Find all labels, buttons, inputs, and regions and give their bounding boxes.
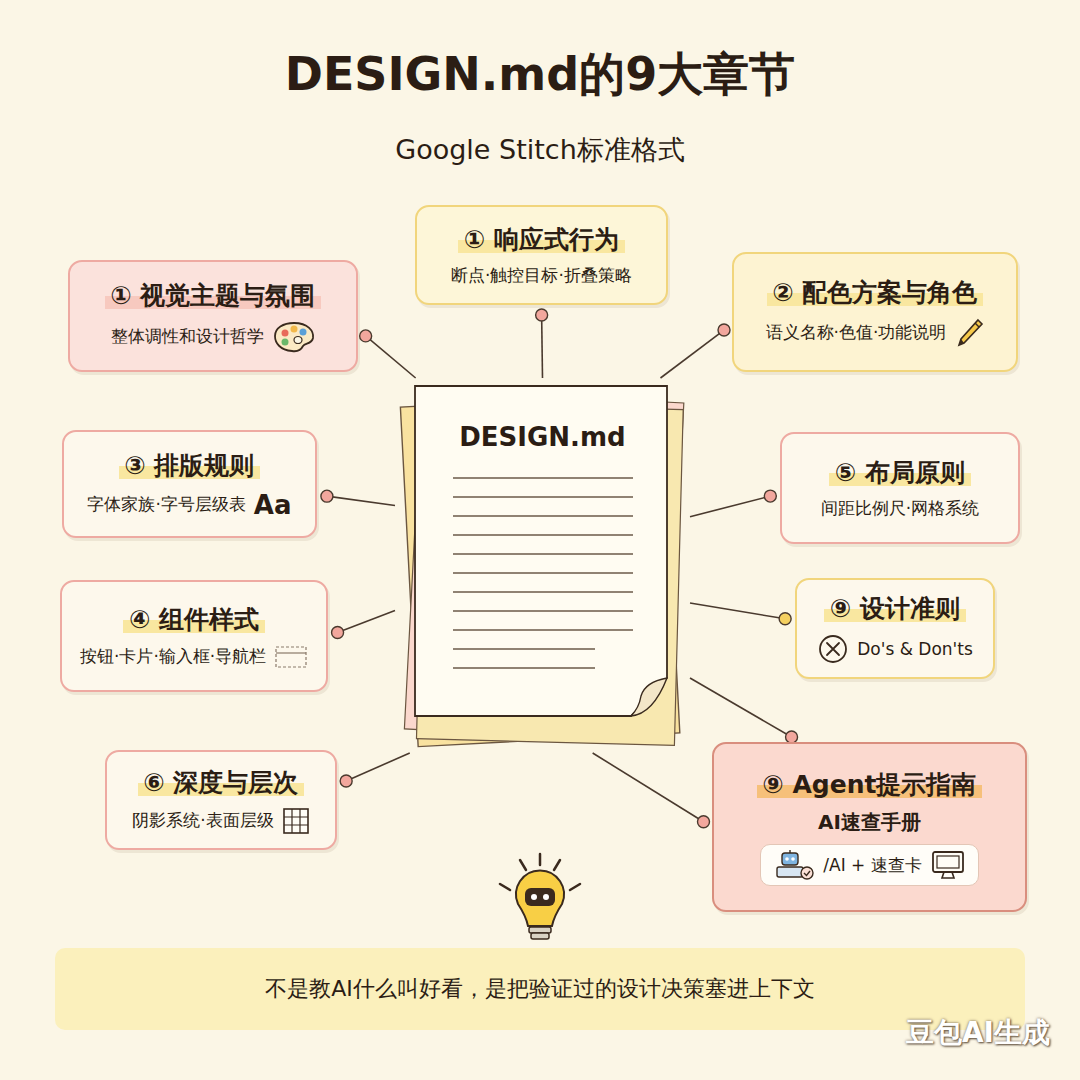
pencil-icon [954,317,984,349]
monitor-icon [930,849,966,881]
section-box: ② 配色方案与角色语义名称·色值·功能说明 [732,252,1018,372]
section-heading: DESIGN.md [459,422,625,452]
connector-dot [764,490,776,502]
diagram-subtitle: Google Stitch标准格式 [0,132,1080,168]
diagram-title: DESIGN.md的9大章节 [0,44,1080,106]
text-row: ② 配色方案与角色 [767,276,984,309]
leader-line [327,496,395,505]
leader-line [690,678,792,737]
section-heading: 不是教AI什么叫好看，是把验证过的设计决策塞进上下文 [265,974,815,1004]
text-row: ⑤ 布局原则 [829,456,971,489]
section-heading: ④ 组件样式 [123,603,265,636]
section-detail: 阴影系统·表面层级 [132,809,273,832]
grid-icon-holder [282,807,310,835]
section-detail: /AI + 速查卡 [823,854,921,877]
section-heading: ② 配色方案与角色 [767,276,984,309]
text-row: 按钮·卡片·输入框·导航栏 [80,644,308,670]
navbar-icon [274,644,308,670]
text-row: ⑥ 深度与层次 [138,766,305,799]
text-row: AI速查手册 [818,809,921,836]
text-row: ⑨ 设计准则 [824,592,966,625]
text-row: ④ 组件样式 [123,603,265,636]
watermark: 豆包AI生成 [906,1014,1050,1052]
leader-line [338,611,395,633]
section-detail: AI速查手册 [818,809,921,836]
connector-dot [332,626,344,638]
text-row: 整体调性和设计哲学 [111,320,316,354]
section-detail: Aa [254,490,292,520]
connector-dot [536,309,548,321]
section-box: ⑥ 深度与层次阴影系统·表面层级 [105,750,337,850]
text-row: ③ 排版规则 [119,449,261,482]
text-row: ⑨ Agent提示指南 [757,768,983,801]
section-box: ③ 排版规则字体家族·字号层级表 Aa [62,430,317,538]
section-box: ⑨ Agent提示指南 AI速查手册/AI + 速查卡 [712,742,1027,912]
section-detail: 间距比例尺·网格系统 [821,497,979,520]
robot-icon-holder [773,849,815,881]
section-box: ⑨ 设计准则 Do's & Don'ts [795,578,995,679]
section-box: ① 响应式行为断点·触控目标·折叠策略 [415,205,668,305]
connector-dot [340,775,352,787]
section-detail: 字体家族·字号层级表 [87,493,245,516]
section-detail: 断点·触控目标·折叠策略 [451,264,632,287]
monitor-icon-holder [930,849,966,881]
leader-line [661,330,725,378]
connector-dot [718,324,730,336]
lightbulb-icon [500,854,580,939]
section-detail: Do's & Don'ts [857,639,973,659]
section-detail: 语义名称·色值·功能说明 [766,321,947,344]
text-row: 不是教AI什么叫好看，是把验证过的设计决策塞进上下文 [265,974,815,1004]
palette-icon-holder [272,320,316,354]
leader-line [541,315,543,378]
leader-line [690,603,785,619]
section-heading: ⑨ Agent提示指南 [757,768,983,801]
connector-dot [321,490,333,502]
cross-circle-icon [817,633,849,665]
text-row: /AI + 速查卡 [760,844,978,886]
section-detail: 按钮·卡片·输入框·导航栏 [80,645,266,668]
leader-line [346,753,410,781]
leader-line [593,753,704,822]
section-detail: 整体调性和设计哲学 [111,325,264,348]
document-node: DESIGN.md [395,378,690,753]
section-box: ④ 组件样式按钮·卡片·输入框·导航栏 [60,580,328,692]
section-heading: ⑤ 布局原则 [829,456,971,489]
palette-icon [272,320,316,354]
text-row: DESIGN.md [459,422,625,452]
text-row: 间距比例尺·网格系统 [821,497,979,520]
nav-icon-holder [274,644,308,670]
section-box: ① 视觉主题与氛围整体调性和设计哲学 [68,260,358,372]
text-row: ① 视觉主题与氛围 [105,279,322,312]
section-heading: ① 视觉主题与氛围 [105,279,322,312]
robot-laptop-icon [773,849,815,881]
section-heading: ⑥ 深度与层次 [138,766,305,799]
section-heading: ③ 排版规则 [119,449,261,482]
pencil-icon-holder [954,317,984,349]
text-row: 断点·触控目标·折叠策略 [451,264,632,287]
text-row: Do's & Don'ts [817,633,973,665]
leader-line [366,336,416,378]
text-row: 阴影系统·表面层级 [132,807,309,835]
section-box: ⑤ 布局原则间距比例尺·网格系统 [780,432,1020,544]
text-row: 字体家族·字号层级表 Aa [87,490,291,520]
leader-line [690,496,770,517]
text-row: ① 响应式行为 [458,223,625,256]
section-heading: ⑨ 设计准则 [824,592,966,625]
connector-dot [360,330,372,342]
connector-dot [779,613,791,625]
xcircle-icon-holder [817,633,849,665]
grid-icon [282,807,310,835]
connector-dot [698,816,710,828]
text-row: 语义名称·色值·功能说明 [766,317,985,349]
message-band: 不是教AI什么叫好看，是把验证过的设计决策塞进上下文 [55,948,1025,1030]
section-heading: ① 响应式行为 [458,223,625,256]
